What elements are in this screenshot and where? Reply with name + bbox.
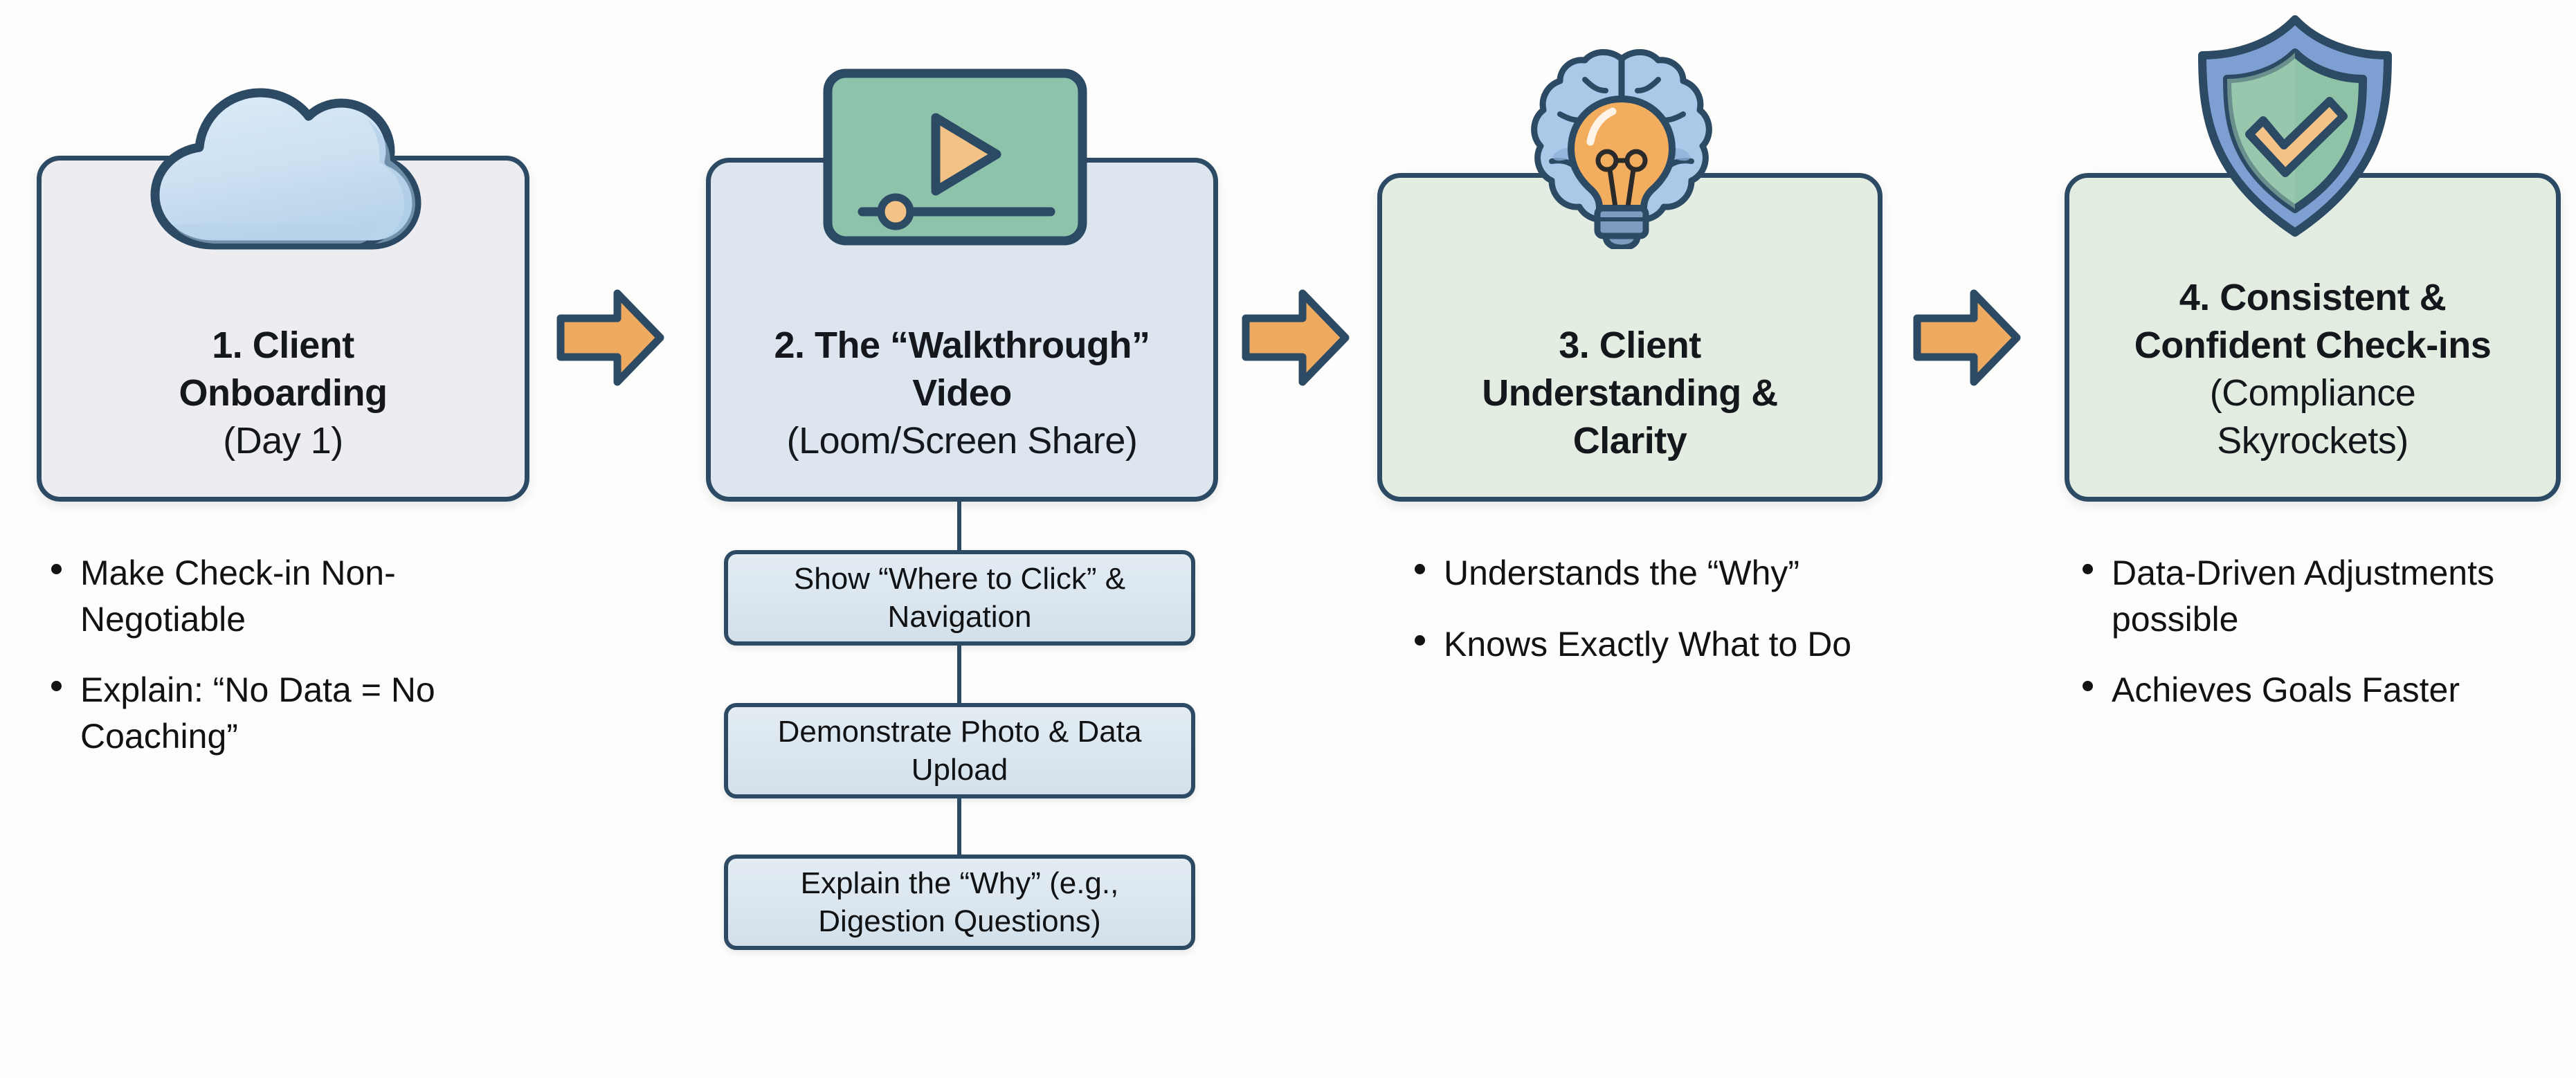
step-1-title: 1. Client Onboarding (Day 1) [42,322,525,497]
brain-lightbulb-icon [1521,38,1722,249]
bullet-dot-icon [51,681,62,691]
step-4-title-line1: 4. Consistent & [2179,276,2447,318]
step-4-title: 4. Consistent & Confident Check-ins (Com… [2069,274,2556,497]
shield-check-icon [2191,12,2399,241]
bullet-text: Make Check-in Non-Negotiable [80,554,396,639]
step-4-title-line2: Confident Check-ins [2134,324,2492,366]
list-item: Knows Exactly What to Do [1415,621,1876,668]
step-box-client-understanding[interactable]: 3. Client Understanding & Clarity [1377,173,1883,502]
bullet-dot-icon [2083,681,2093,691]
bullet-text: Knows Exactly What to Do [1444,624,1852,664]
arrow-right-icon-2 [1239,282,1353,393]
bullet-dot-icon [1415,564,1425,574]
step-3-title-line1: 3. Client [1559,324,1701,366]
bullet-text: Explain: “No Data = No Coaching” [80,670,435,756]
step-3-title-line3: Clarity [1572,419,1687,462]
list-item: Understands the “Why” [1415,550,1876,596]
list-item: Make Check-in Non-Negotiable [51,550,526,642]
step-4-bullet-list: Data-Driven Adjustments possible Achieve… [2073,550,2557,713]
substep-box-show-where-to-click[interactable]: Show “Where to Click” & Navigation [724,550,1195,646]
connector-line [957,796,961,857]
step-3-title-line2: Understanding & [1482,372,1778,414]
step-4-subtitle-line2: Skyrockets) [2217,419,2409,462]
bullet-text: Data-Driven Adjustments possible [2112,554,2495,639]
bullet-dot-icon [51,564,62,574]
arrow-right-icon-1 [554,282,668,393]
list-item: Explain: “No Data = No Coaching” [51,667,526,759]
substep-2-label: Demonstrate Photo & Data Upload [777,714,1142,787]
step-2-title-line2: Video [912,372,1012,414]
step-1-bullet-list: Make Check-in Non-Negotiable Explain: “N… [42,550,526,759]
video-player-icon [822,68,1088,246]
arrow-right-icon-3 [1910,282,2024,393]
bullet-dot-icon [1415,634,1425,646]
list-item: Data-Driven Adjustments possible [2083,550,2557,642]
connector-line [957,500,961,552]
bullet-text: Understands the “Why” [1444,554,1800,592]
step-3-bullet-list: Understands the “Why” Knows Exactly What… [1405,550,1876,667]
connector-line [957,643,961,705]
step-4-subtitle-line1: (Compliance [2209,372,2416,414]
cloud-icon [131,64,425,252]
substep-box-demonstrate-upload[interactable]: Demonstrate Photo & Data Upload [724,703,1195,798]
bullet-dot-icon [2083,564,2093,574]
list-item: Achieves Goals Faster [2083,667,2557,713]
bullet-text: Achieves Goals Faster [2112,670,2460,709]
step-1-subtitle: (Day 1) [223,419,343,462]
substep-3-label: Explain the “Why” (e.g., Digestion Quest… [800,866,1119,938]
substep-box-explain-why[interactable]: Explain the “Why” (e.g., Digestion Quest… [724,855,1195,950]
step-1-title-line1: 1. Client [212,324,354,366]
step-box-consistent-checkins[interactable]: 4. Consistent & Confident Check-ins (Com… [2065,173,2561,502]
substep-1-label: Show “Where to Click” & Navigation [793,561,1126,634]
step-3-title: 3. Client Understanding & Clarity [1382,322,1878,497]
step-2-title-line1: 2. The “Walkthrough” [774,324,1151,366]
step-1-title-line2: Onboarding [179,372,388,414]
step-2-title: 2. The “Walkthrough” Video (Loom/Screen … [711,322,1213,497]
step-2-subtitle: (Loom/Screen Share) [786,419,1138,462]
